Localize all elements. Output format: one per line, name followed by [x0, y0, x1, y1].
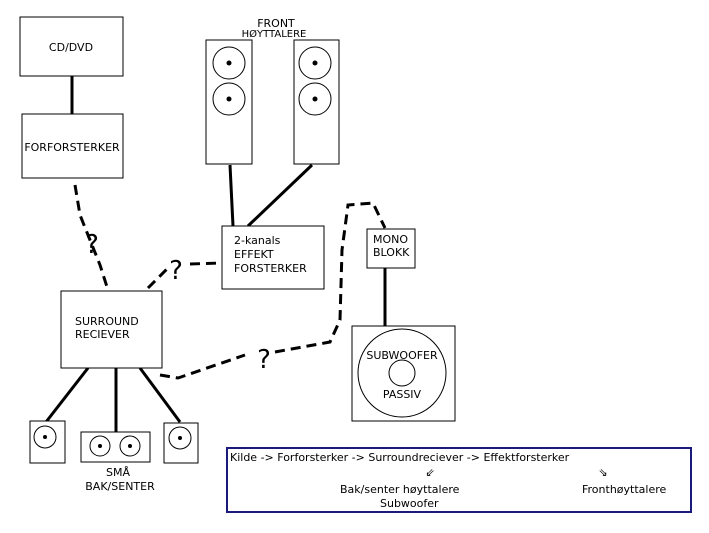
cd-dvd-label: CD/DVD: [49, 41, 93, 54]
cd-dvd-box: CD/DVD: [19, 16, 124, 77]
question-mark-preamp: ?: [85, 230, 99, 260]
receiver-to-effect-dashed-line: [146, 261, 223, 290]
question-mark-mono: ?: [257, 345, 271, 375]
question-mark-effect: ?: [169, 256, 183, 286]
preamp-label: FORFORSTERKER: [24, 141, 120, 154]
preamp-to-receiver-dashed-line: [73, 184, 110, 291]
receiver-to-small-left-line: [44, 367, 90, 423]
legend-subwoofer: Subwoofer: [380, 497, 439, 510]
front-left-speaker: [205, 39, 253, 165]
small-left-speaker: [29, 420, 66, 464]
receiver-to-small-right-line: [138, 367, 182, 423]
center-speaker: [80, 431, 151, 463]
receiver-label-line2: RECIEVER: [75, 328, 130, 341]
small-speakers-label-line1: SMÅ: [106, 466, 130, 479]
effect-to-front-left-line: [228, 164, 235, 227]
subwoofer-box: SUBWOOFER PASSIV: [351, 325, 456, 422]
effect-amplifier-box: 2-kanals EFFEKT FORSTERKER: [221, 225, 325, 290]
mono-block-box: MONO BLOKK: [366, 228, 416, 269]
legend-chain: Kilde -> Forforsterker -> Surroundreciev…: [230, 451, 570, 464]
effect-label-line2: EFFEKT: [234, 248, 274, 261]
receiver-to-mono-dashed-line: [159, 201, 387, 380]
receiver-label-line1: SURROUND: [75, 315, 139, 328]
legend-box: Kilde -> Forforsterker -> Surroundreciev…: [226, 447, 692, 513]
front-title: FRONT: [257, 17, 295, 30]
surround-receiver-box: SURROUND RECIEVER: [60, 290, 163, 369]
small-right-speaker: [163, 422, 199, 464]
effect-label-line3: FORSTERKER: [234, 262, 307, 275]
legend-bak-senter: Bak/senter høyttalere: [340, 483, 460, 496]
mono-label-line1: MONO: [373, 233, 408, 246]
legend-arrow-left: ⇙: [425, 466, 434, 479]
mono-label-line2: BLOKK: [373, 246, 410, 259]
legend-front: Fronthøyttalere: [582, 483, 667, 496]
effect-to-front-right-line: [246, 163, 314, 228]
front-subtitle: HØYTTALERE: [242, 28, 307, 40]
preamp-box: FORFORSTERKER: [21, 113, 124, 179]
subwoofer-label: SUBWOOFER: [366, 349, 438, 362]
effect-label-line1: 2-kanals: [234, 234, 281, 247]
legend-arrow-right: ⇘: [598, 466, 607, 479]
subwoofer-passive-label: PASSIV: [383, 388, 422, 401]
front-right-speaker: [293, 39, 340, 165]
small-speakers-label-line2: BAK/SENTER: [85, 480, 155, 493]
